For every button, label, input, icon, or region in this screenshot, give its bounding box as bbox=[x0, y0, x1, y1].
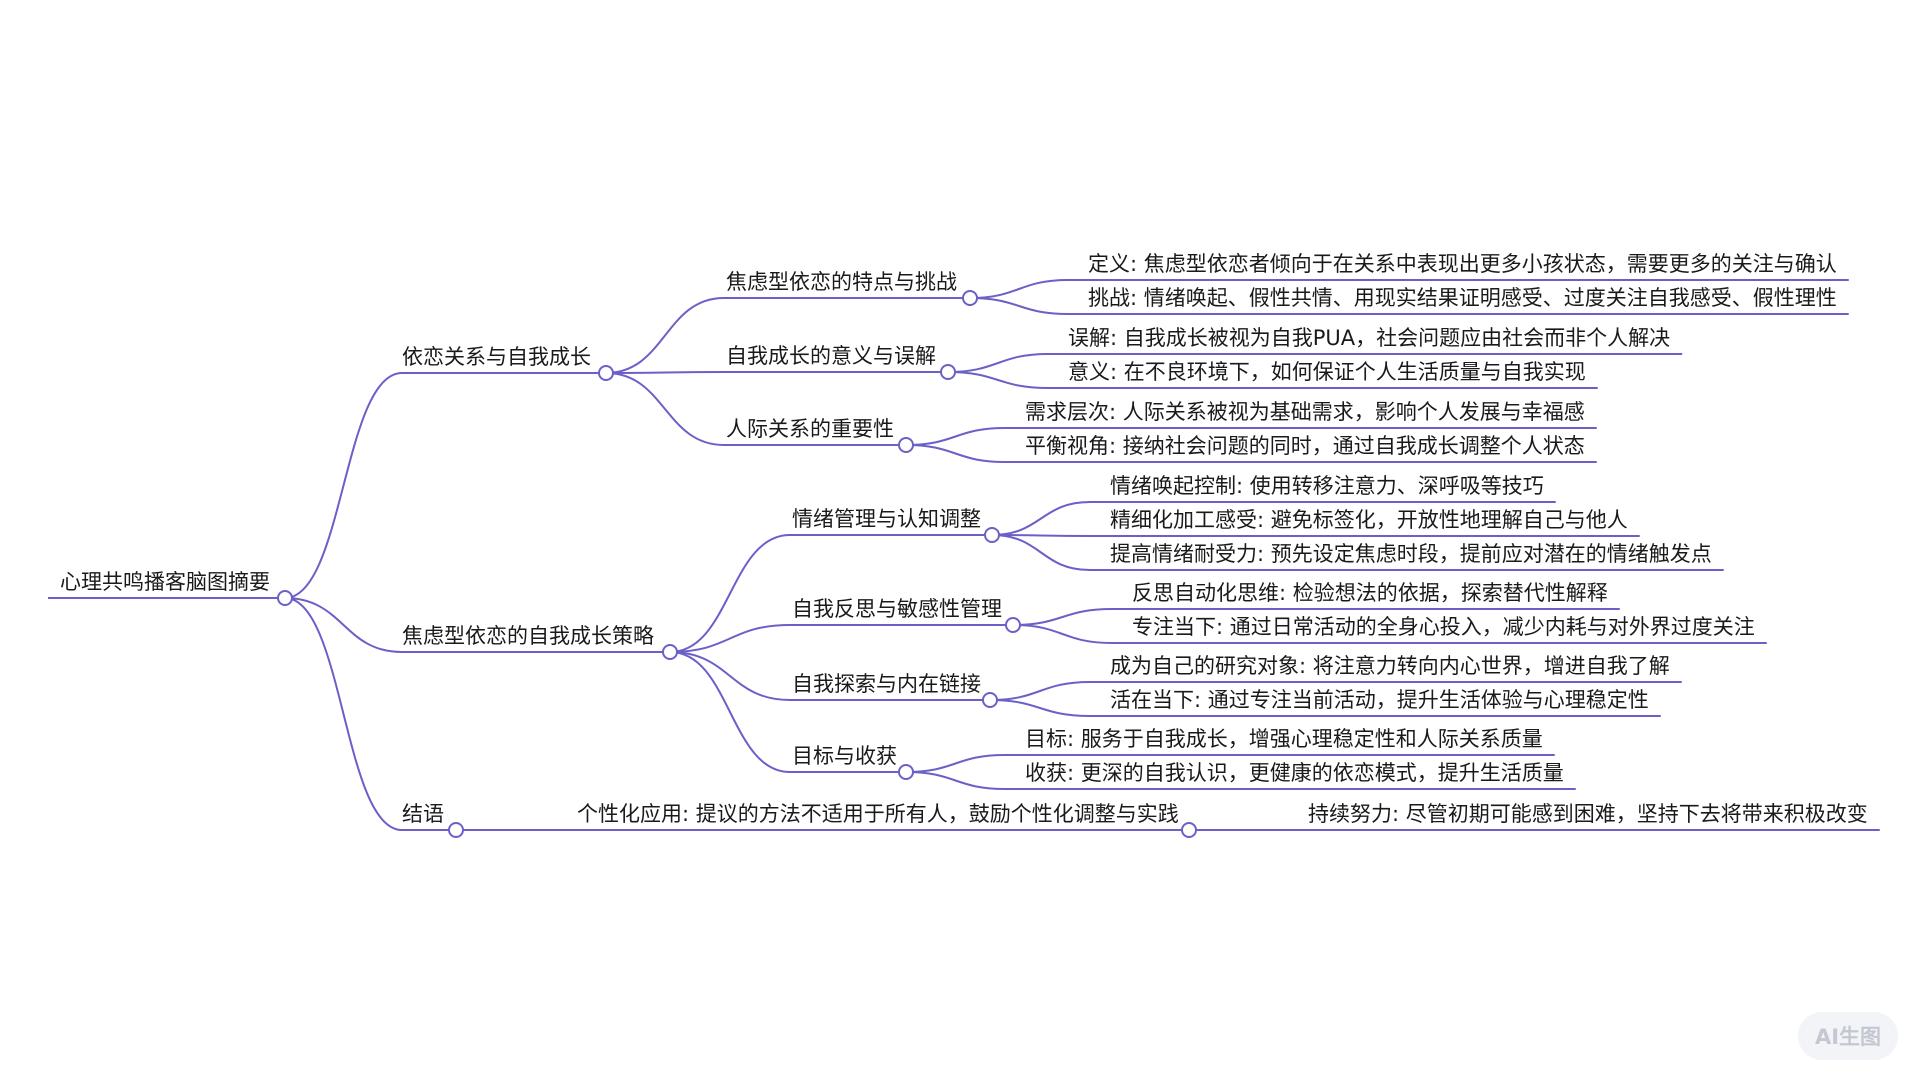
edge-topic-2-2-to-leaf-2 bbox=[1012, 624, 1113, 644]
topic-1-3-collapse-toggle[interactable] bbox=[898, 437, 914, 453]
topic-3-1-collapse-toggle[interactable] bbox=[1181, 822, 1197, 838]
nodes-layer: 心理共鸣播客脑图摘要 依恋关系与自我成长 焦虑型依恋的特点与挑战 定义: 焦虑型依恋者… bbox=[60, 252, 1868, 826]
branch-2-label[interactable]: 焦虑型依恋的自我成长策略 bbox=[402, 624, 654, 648]
edge-topic-2-4-to-leaf-1 bbox=[905, 754, 1006, 773]
topic-2-3-label[interactable]: 自我探索与内在链接 bbox=[792, 672, 981, 696]
topic-2-2-label[interactable]: 自我反思与敏感性管理 bbox=[792, 597, 1002, 621]
leaf-2-3-1-label[interactable]: 成为自己的研究对象: 将注意力转向内心世界，增进自我了解 bbox=[1110, 654, 1670, 678]
ai-watermark-badge: AI生图 bbox=[1798, 1012, 1898, 1060]
leaf-2-1-3-label[interactable]: 提高情绪耐受力: 预先设定焦虑时段，提前应对潜在的情绪触发点 bbox=[1110, 542, 1712, 566]
branch-2-collapse-toggle[interactable] bbox=[662, 644, 678, 660]
edge-topic-1-1-to-leaf-1 bbox=[969, 279, 1069, 299]
topic-1-1-collapse-toggle[interactable] bbox=[962, 290, 978, 306]
edge-root-to-branch-3 bbox=[284, 597, 403, 831]
edge-branch-1-to-topic-3 bbox=[605, 372, 725, 446]
edge-branch-2-to-topic-1 bbox=[669, 534, 791, 653]
topic-2-4-collapse-toggle[interactable] bbox=[898, 764, 914, 780]
leaf-2-3-2-label[interactable]: 活在当下: 通过专注当前活动，提升生活体验与心理稳定性 bbox=[1110, 688, 1649, 712]
edge-topic-2-1-to-leaf-3 bbox=[991, 534, 1091, 571]
leaf-1-2-1-label[interactable]: 误解: 自我成长被视为自我PUA，社会问题应由社会而非个人解决 bbox=[1068, 326, 1670, 350]
branch-3-label[interactable]: 结语 bbox=[402, 802, 444, 826]
topic-2-1-collapse-toggle[interactable] bbox=[984, 527, 1000, 543]
edge-root-to-branch-1 bbox=[284, 372, 403, 599]
topic-2-1-label[interactable]: 情绪管理与认知调整 bbox=[792, 507, 981, 531]
leaf-2-4-1-label[interactable]: 目标: 服务于自我成长，增强心理稳定性和人际关系质量 bbox=[1025, 727, 1543, 751]
edge-topic-2-4-to-leaf-2 bbox=[905, 771, 1006, 790]
topic-1-2-collapse-toggle[interactable] bbox=[940, 364, 956, 380]
leaf-2-1-2-label[interactable]: 精细化加工感受: 避免标签化，开放性地理解自己与他人 bbox=[1110, 508, 1628, 532]
leaf-1-1-1-label[interactable]: 定义: 焦虑型依恋者倾向于在关系中表现出更多小孩状态，需要更多的关注与确认 bbox=[1088, 252, 1837, 276]
leaf-2-2-2-label[interactable]: 专注当下: 通过日常活动的全身心投入，减少内耗与对外界过度关注 bbox=[1132, 615, 1755, 639]
edge-topic-1-2-to-leaf-1 bbox=[947, 353, 1049, 373]
topic-2-2-collapse-toggle[interactable] bbox=[1005, 617, 1021, 633]
edge-topic-2-3-to-leaf-2 bbox=[989, 699, 1091, 717]
edge-root-to-branch-2 bbox=[284, 597, 403, 653]
leaf-1-3-2-label[interactable]: 平衡视角: 接纳社会问题的同时，通过自我成长调整个人状态 bbox=[1025, 434, 1585, 458]
root-node-label[interactable]: 心理共鸣播客脑图摘要 bbox=[60, 570, 270, 594]
topic-2-3-collapse-toggle[interactable] bbox=[982, 692, 998, 708]
edge-topic-1-1-to-leaf-2 bbox=[969, 297, 1069, 315]
leaf-2-2-1-label[interactable]: 反思自动化思维: 检验想法的依据，探索替代性解释 bbox=[1132, 581, 1608, 605]
edge-topic-2-2-to-leaf-1 bbox=[1012, 608, 1113, 626]
branch-1-label[interactable]: 依恋关系与自我成长 bbox=[402, 345, 591, 369]
edge-branch-1-to-topic-1 bbox=[605, 297, 725, 374]
root-collapse-toggle[interactable] bbox=[277, 590, 293, 606]
leaf-1-1-2-label[interactable]: 挑战: 情绪唤起、假性共情、用现实结果证明感受、过度关注自我感受、假性理性 bbox=[1088, 286, 1837, 310]
topic-2-4-label[interactable]: 目标与收获 bbox=[792, 744, 897, 768]
branch-3-collapse-toggle[interactable] bbox=[448, 822, 464, 838]
branch-1-collapse-toggle[interactable] bbox=[598, 365, 614, 381]
topic-1-2-label[interactable]: 自我成长的意义与误解 bbox=[726, 344, 936, 368]
leaf-1-2-2-label[interactable]: 意义: 在不良环境下，如何保证个人生活质量与自我实现 bbox=[1068, 360, 1586, 384]
topic-1-3-label[interactable]: 人际关系的重要性 bbox=[726, 417, 894, 441]
edge-topic-2-1-to-leaf-1 bbox=[991, 501, 1091, 536]
edge-branch-2-to-topic-4 bbox=[669, 651, 791, 773]
edge-topic-2-3-to-leaf-1 bbox=[989, 681, 1091, 701]
topic-1-1-label[interactable]: 焦虑型依恋的特点与挑战 bbox=[726, 270, 957, 294]
topic-3-1-label[interactable]: 个性化应用: 提议的方法不适用于所有人，鼓励个性化调整与实践 bbox=[577, 802, 1179, 826]
leaf-2-4-2-label[interactable]: 收获: 更深的自我认识，更健康的依恋模式，提升生活质量 bbox=[1025, 761, 1564, 785]
leaf-3-1-1-label[interactable]: 持续努力: 尽管初期可能感到困难，坚持下去将带来积极改变 bbox=[1308, 802, 1868, 826]
leaf-2-1-1-label[interactable]: 情绪唤起控制: 使用转移注意力、深呼吸等技巧 bbox=[1110, 474, 1544, 498]
edges-layer bbox=[48, 279, 1880, 832]
edge-topic-1-3-to-leaf-1 bbox=[905, 427, 1006, 446]
joints-layer bbox=[277, 290, 1197, 838]
edge-branch-2-to-topic-3 bbox=[669, 651, 791, 701]
edge-topic-1-3-to-leaf-2 bbox=[905, 444, 1006, 463]
edge-branch-2-to-topic-2 bbox=[669, 624, 791, 653]
edge-topic-1-2-to-leaf-2 bbox=[947, 371, 1049, 389]
leaf-1-3-1-label[interactable]: 需求层次: 人际关系被视为基础需求，影响个人发展与幸福感 bbox=[1025, 400, 1585, 424]
edge-branch-1-to-topic-2 bbox=[605, 371, 725, 374]
